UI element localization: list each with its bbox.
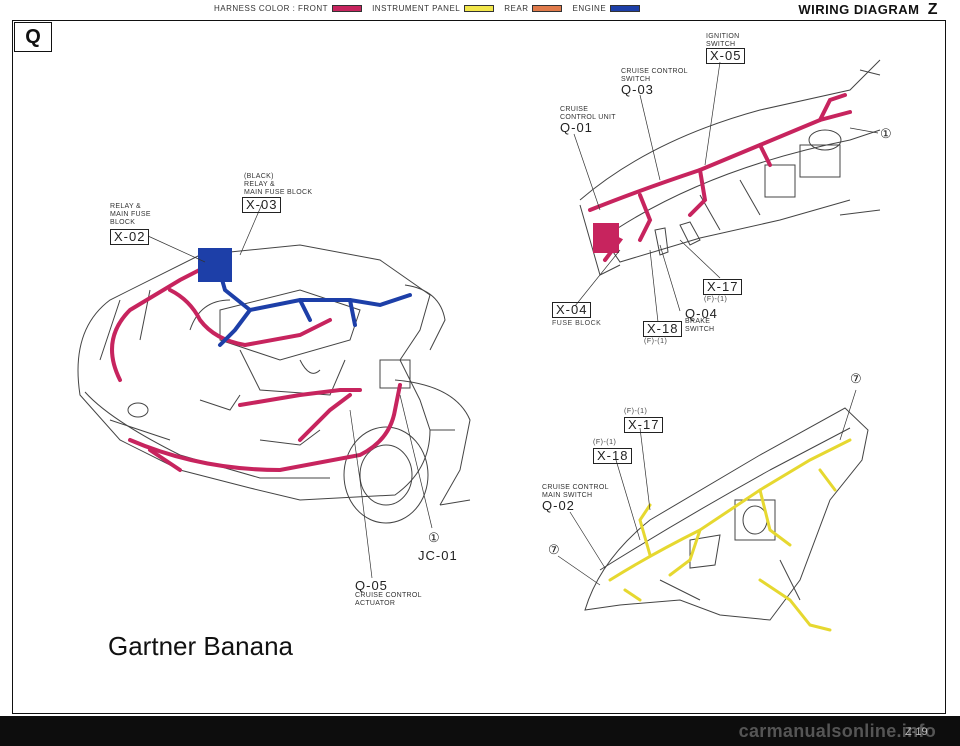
page-number: Z-19: [905, 726, 928, 738]
legend-engine-swatch: [610, 5, 641, 12]
black-relay-label: (BLACK) RELAY & MAIN FUSE BLOCK: [244, 173, 313, 196]
footer-site: carmanualsonline.info: [738, 721, 936, 741]
panel-top-marker: ⑦: [850, 371, 863, 386]
x18-code: X-18: [643, 321, 683, 337]
brake-switch-label: BRAKE SWITCH: [685, 318, 715, 333]
main-switch-label: CRUISE CONTROL MAIN SWITCH: [542, 484, 609, 499]
black-relay-code: X-03: [242, 197, 282, 213]
footer-bar: [0, 716, 960, 746]
x17-sub: (F)-(1): [704, 296, 728, 303]
page-title: WIRING DIAGRAM Z: [798, 1, 938, 18]
fuse-block-label: FUSE BLOCK: [552, 320, 602, 327]
dashboard-upper-illustration: [579, 59, 881, 276]
panel-left-marker: ⑦: [548, 542, 561, 557]
panel-x17-sub: (F)-(1): [624, 408, 648, 415]
actuator-label: CRUISE CONTROL ACTUATOR: [355, 592, 422, 607]
joint-marker: ①: [428, 530, 441, 545]
legend-rear-swatch: [532, 5, 563, 12]
caption-text: Gartner Banana: [108, 631, 294, 661]
harness-color-legend: HARNESS COLOR : FRONT INSTRUMENT PANEL R…: [214, 4, 646, 13]
dash-right-marker: ①: [880, 126, 893, 141]
panel-leader-lines: [557, 389, 857, 586]
cc-unit-label: CRUISE CONTROL UNIT: [560, 106, 616, 121]
front-harness: [110, 260, 402, 473]
legend-front-swatch: [332, 5, 363, 12]
x17-code: X-17: [703, 279, 743, 295]
panel-x17-code: X-17: [624, 417, 664, 433]
cc-unit-code: Q-01: [560, 120, 593, 135]
dash-front-harness: [588, 93, 852, 262]
ignition-switch-code: X-05: [706, 48, 746, 64]
footer-watermark: carmanualsonline.info: [739, 721, 936, 742]
main-switch-code: Q-02: [542, 498, 575, 513]
section-letter: Z: [927, 1, 938, 18]
panel-x18-sub: (F)-(1): [593, 439, 617, 446]
relay-block-label: RELAY & MAIN FUSE BLOCK: [110, 203, 151, 226]
brake-switch-code: Q-04: [685, 306, 718, 321]
section-badge: Q: [14, 22, 52, 52]
engine-harness: [198, 248, 412, 347]
x18-sub: (F)-(1): [644, 338, 668, 345]
cc-switch-code: Q-03: [621, 82, 654, 97]
relay-block-code: X-02: [110, 229, 150, 245]
instrument-panel-illustration: [584, 407, 869, 621]
car-front-illustration: [77, 244, 471, 524]
legend-front-label: HARNESS COLOR : FRONT: [214, 4, 329, 13]
cc-switch-label: CRUISE CONTROL SWITCH: [621, 68, 688, 83]
legend-engine-label: ENGINE: [572, 4, 607, 13]
ignition-switch-label: IGNITION SWITCH: [706, 33, 740, 48]
fuse-block-code: X-04: [552, 302, 592, 318]
panel-x18-code: X-18: [593, 448, 633, 464]
legend-instrument-swatch: [464, 5, 495, 12]
actuator-code: Q-05: [355, 578, 388, 593]
diagram-frame: [12, 20, 946, 714]
legend-instrument-label: INSTRUMENT PANEL: [372, 4, 461, 13]
legend-rear-label: REAR: [504, 4, 529, 13]
dash-leader-lines: [573, 61, 879, 323]
joint-code: JC-01: [418, 548, 458, 563]
instrument-panel-harness: [608, 438, 852, 632]
